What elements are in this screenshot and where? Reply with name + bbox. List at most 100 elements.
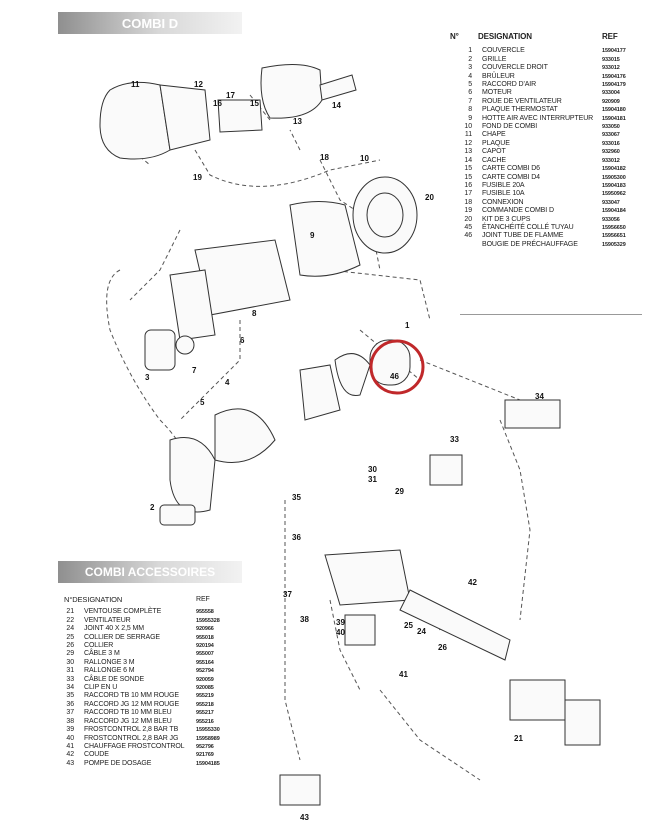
cell-ref: 933012: [602, 157, 620, 164]
cell-designation: FROSTCONTROL 2,8 BAR TB: [84, 726, 179, 734]
cell-number: 40: [66, 734, 74, 742]
cell-ref: 15904183: [602, 182, 626, 189]
pump-part-43: [279, 774, 321, 806]
callout-labels: 11 12 16 17 15 13 14 19 18 10 20 9 8 6 1…: [131, 80, 544, 822]
cell-number: 9: [468, 114, 472, 122]
cell-number: 29: [66, 650, 74, 658]
cell-number: 12: [464, 139, 472, 147]
cell-number: 7: [468, 97, 472, 105]
cell-designation: COUVERCLE DROIT: [482, 64, 548, 72]
cell-number: 1: [468, 47, 472, 55]
cell-designation: ÉTANCHÉITÉ COLLÉ TUYAU: [482, 223, 574, 231]
callout-19: 19: [193, 173, 202, 182]
cell-number: 5: [468, 81, 472, 89]
callout-40: 40: [336, 628, 345, 637]
cell-ref: 15904180: [602, 107, 626, 114]
cell-designation: RACCORD D'AIR: [482, 81, 537, 89]
cell-designation: COMMANDE COMBI D: [482, 207, 554, 215]
callout-36: 36: [292, 533, 301, 542]
callout-14: 14: [332, 101, 341, 110]
callout-6: 6: [240, 336, 245, 345]
header-designation: DESIGNATION: [478, 32, 532, 41]
motor-part-4: [214, 408, 276, 463]
callout-1: 1: [405, 321, 410, 330]
cover-part-11: [99, 81, 171, 160]
callout-10: 10: [360, 154, 369, 163]
cell-ref: 955219: [196, 693, 214, 700]
vent-cap-part-21: [564, 699, 601, 746]
cell-designation: CAPOT: [482, 148, 506, 156]
cell-designation: RACCORD JG 12 MM BLEU: [84, 717, 172, 725]
header-ref: REF: [602, 32, 618, 41]
callout-7: 7: [192, 366, 197, 375]
cell-designation: COUVERCLE: [482, 47, 525, 55]
callout-16: 16: [213, 99, 222, 108]
cell-number: 17: [464, 190, 472, 198]
callout-29: 29: [395, 487, 404, 496]
cell-ref: 955217: [196, 710, 214, 717]
cell-designation: FOND DE COMBI: [482, 123, 538, 131]
callout-18: 18: [320, 153, 329, 162]
callout-4: 4: [225, 378, 230, 387]
cell-number: 46: [464, 232, 472, 240]
cell-ref: 932960: [602, 149, 620, 156]
callout-43: 43: [300, 813, 309, 822]
cell-ref: 933016: [602, 140, 620, 147]
cell-number: 41: [66, 742, 74, 750]
cell-number: [450, 241, 476, 249]
cell-ref: 15955328: [196, 617, 220, 624]
cell-designation: CLIP EN U: [84, 684, 118, 692]
cell-designation: JOINT 40 X 2,5 MM: [84, 625, 145, 633]
cell-number: 38: [66, 717, 74, 725]
cell-number: 35: [66, 692, 74, 700]
callout-8: 8: [252, 309, 257, 318]
cell-ref: 952796: [196, 743, 214, 750]
callout-9: 9: [310, 231, 315, 240]
table-row: 12 PLAQUE 933016: [450, 140, 648, 148]
callout-5: 5: [200, 398, 205, 407]
callout-37: 37: [283, 590, 292, 599]
accessories-title-banner: COMBI ACCESSOIRES: [58, 561, 242, 583]
cell-ref: 15904182: [602, 166, 626, 173]
header-number: N°: [450, 32, 459, 41]
callout-35: 35: [292, 493, 301, 502]
cell-number: 45: [464, 223, 472, 231]
cell-number: 37: [66, 709, 74, 717]
cell-designation: PLAQUE: [482, 139, 510, 147]
callout-2: 2: [150, 503, 155, 512]
cover-part-1-lower: [169, 437, 216, 513]
cell-number: 3: [468, 64, 472, 72]
cell-ref: 933050: [602, 124, 620, 131]
cell-ref: 15905329: [602, 241, 626, 248]
cell-designation: RACCORD TB 10 MM BLEU: [84, 709, 172, 717]
cell-number: 43: [66, 759, 74, 767]
callout-46: 46: [390, 372, 399, 381]
cache-part-14: [319, 74, 357, 101]
drum-part-9: [289, 201, 361, 277]
cell-ref: 933047: [602, 199, 620, 206]
cell-ref: 933067: [602, 132, 620, 139]
cell-number: 15: [464, 165, 472, 173]
